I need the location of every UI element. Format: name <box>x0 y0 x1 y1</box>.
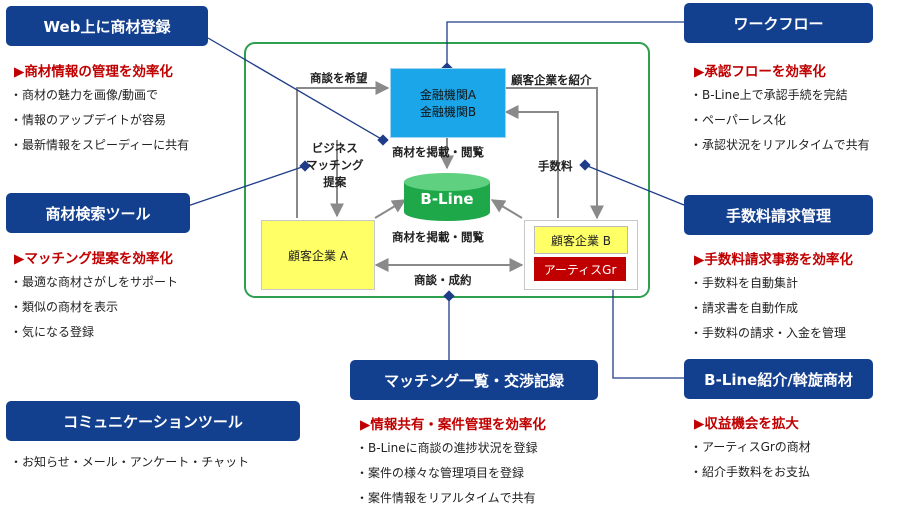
arrow-introduce <box>488 87 604 220</box>
label-fee: 手数料 <box>538 159 573 173</box>
bline-intro-tag: B-Line紹介/斡旋商材 <box>684 359 873 399</box>
artis-box: アーティスGr <box>534 257 626 281</box>
fee-billing-bullets: 手数料を自動集計 請求書を自動作成 手数料の請求・入金を管理 <box>690 271 846 346</box>
web-registration-heading: ▶商材情報の管理を効率化 <box>14 64 173 80</box>
workflow-bullets: B-Line上で承認手続を完結 ペーパーレス化 承認状況をリアルタイムで共有 <box>690 83 870 158</box>
fee-billing-heading: ▶手数料請求事務を効率化 <box>694 252 853 268</box>
arrow-fee <box>504 105 559 218</box>
connector-workflow <box>446 21 684 68</box>
label-post-mid: 商材を掲載・閲覧 <box>392 230 484 244</box>
label-business-matching: ビジネス マッチング 提案 <box>306 140 364 191</box>
label-business-line2: マッチング <box>306 158 364 172</box>
list-item: 案件の様々な管理項目を登録 <box>356 461 538 486</box>
bank-box: 金融機関A 金融機関B <box>390 68 506 138</box>
list-item: お知らせ・メール・アンケート・チャット <box>10 450 249 475</box>
connector-dot-matching <box>443 290 455 302</box>
matching-list-tag: マッチング一覧・交渉記録 <box>350 360 598 400</box>
label-deal: 商談・成約 <box>414 273 472 287</box>
communication-tool-bullets: お知らせ・メール・アンケート・チャット <box>10 450 249 475</box>
list-item: 請求書を自動作成 <box>690 296 846 321</box>
bline-intro-heading: ▶収益機会を拡大 <box>694 416 799 432</box>
list-item: 案件情報をリアルタイムで共有 <box>356 486 538 511</box>
connector-dot-fee <box>579 159 591 171</box>
list-item: 類似の商材を表示 <box>10 295 178 320</box>
label-business-line1: ビジネス <box>311 141 358 155</box>
arrow-post-b <box>490 199 523 219</box>
communication-tool-tag: コミュニケーションツール <box>6 401 300 441</box>
client-a-box: 顧客企業 A <box>261 220 375 290</box>
label-post-top: 商材を掲載・閲覧 <box>392 145 484 159</box>
arrow-request <box>296 81 390 218</box>
web-registration-bullets: 商材の魅力を画像/動画で 情報のアップデイトが容易 最新情報をスピーディーに共有 <box>10 83 189 158</box>
connector-web <box>207 37 384 141</box>
list-item: B-Lineに商談の進捗状況を登録 <box>356 436 538 461</box>
label-introduce: 顧客企業を紹介 <box>511 73 592 87</box>
list-item: 最適な商材さがしをサポート <box>10 270 178 295</box>
list-item: 情報のアップデイトが容易 <box>10 108 189 133</box>
fee-billing-tag: 手数料請求管理 <box>684 195 873 235</box>
list-item: 承認状況をリアルタイムで共有 <box>690 133 870 158</box>
list-item: B-Line上で承認手続を完結 <box>690 83 870 108</box>
connector-dot-search <box>299 160 311 172</box>
client-b-box: 顧客企業 B <box>534 226 628 254</box>
arrow-post-a <box>374 199 407 219</box>
list-item: アーティスGrの商材 <box>690 435 811 460</box>
connector-fee <box>584 164 685 206</box>
list-item: ペーパーレス化 <box>690 108 870 133</box>
web-registration-tag: Web上に商材登録 <box>6 6 208 46</box>
bline-cylinder <box>404 173 490 221</box>
list-item: 最新情報をスピーディーに共有 <box>10 133 189 158</box>
connector-search <box>169 165 306 213</box>
list-item: 紹介手数料をお支払 <box>690 460 811 485</box>
bank-a-label: 金融機関A <box>419 88 477 102</box>
list-item: 気になる登録 <box>10 320 178 345</box>
connector-intro <box>612 282 684 379</box>
bline-label: B-Line <box>420 190 474 208</box>
list-item: 手数料を自動集計 <box>690 271 846 296</box>
connector-dot-web <box>377 134 389 146</box>
matching-list-heading: ▶情報共有・案件管理を効率化 <box>360 417 546 433</box>
workflow-heading: ▶承認フローを効率化 <box>694 64 826 80</box>
matching-list-bullets: B-Lineに商談の進捗状況を登録 案件の様々な管理項目を登録 案件情報をリアル… <box>356 436 538 511</box>
list-item: 手数料の請求・入金を管理 <box>690 321 846 346</box>
list-item: 商材の魅力を画像/動画で <box>10 83 189 108</box>
bank-b-label: 金融機関B <box>419 105 477 119</box>
search-tool-heading: ▶マッチング提案を効率化 <box>14 251 173 267</box>
label-request: 商談を希望 <box>310 71 368 85</box>
label-business-line3: 提案 <box>323 175 347 189</box>
workflow-tag: ワークフロー <box>684 3 873 43</box>
search-tool-tag: 商材検索ツール <box>6 193 190 233</box>
search-tool-bullets: 最適な商材さがしをサポート 類似の商材を表示 気になる登録 <box>10 270 178 345</box>
bline-intro-bullets: アーティスGrの商材 紹介手数料をお支払 <box>690 435 811 485</box>
